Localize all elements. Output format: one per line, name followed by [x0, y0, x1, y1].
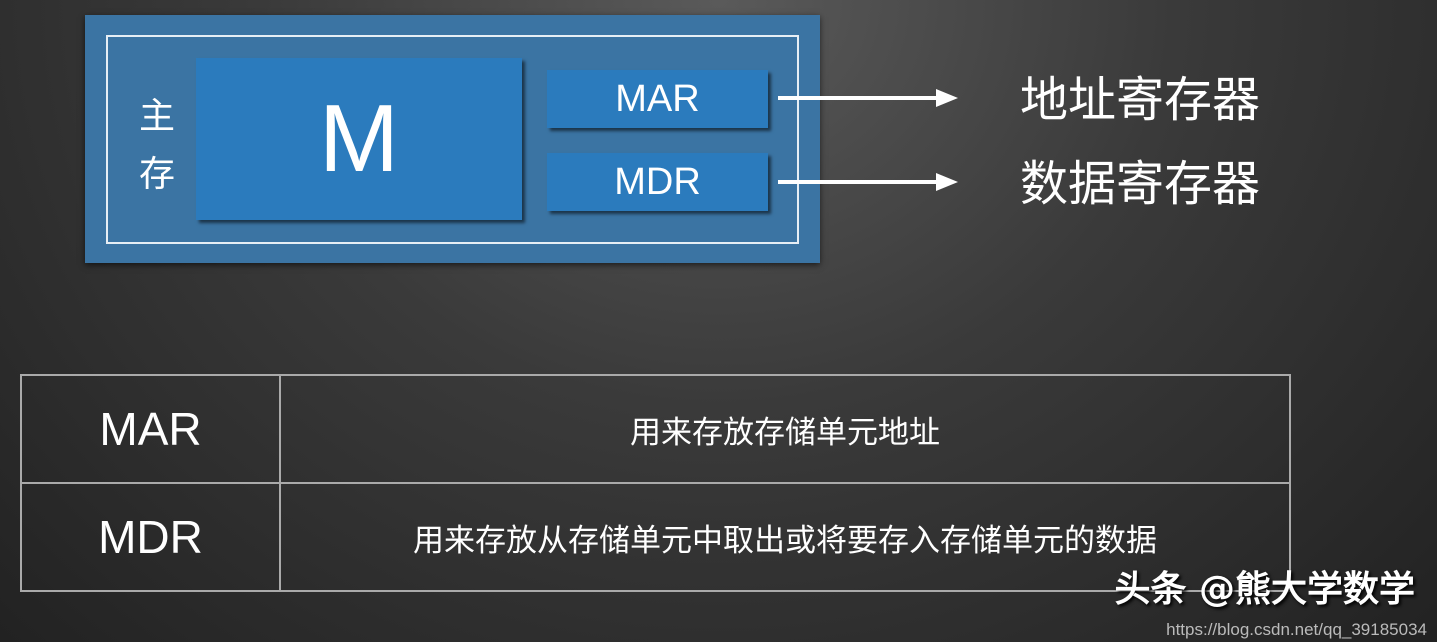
address-register-label: 地址寄存器	[1020, 72, 1261, 128]
memory-block-m: M	[196, 58, 522, 220]
main-memory-label: 主存	[138, 96, 175, 195]
table-term: MAR	[20, 374, 281, 484]
arrow-right-icon	[778, 89, 958, 107]
table-desc: 用来存放存储单元地址	[279, 374, 1291, 484]
watermark-url: https://blog.csdn.net/qq_39185034	[1166, 620, 1427, 639]
arrow-right-icon	[778, 173, 958, 191]
main-memory-border	[106, 35, 799, 244]
table-row: MAR 用来存放存储单元地址	[20, 374, 1291, 484]
watermark: 头条 @熊大学数学	[1114, 569, 1415, 610]
mdr-register: MDR	[547, 153, 768, 211]
register-table: MAR 用来存放存储单元地址 MDR 用来存放从存储单元中取出或将要存入存储单元…	[20, 374, 1291, 592]
data-register-label: 数据寄存器	[1020, 156, 1261, 212]
table-row: MDR 用来存放从存储单元中取出或将要存入存储单元的数据	[20, 482, 1291, 592]
table-term: MDR	[20, 482, 281, 592]
mar-register: MAR	[547, 70, 768, 128]
table-desc: 用来存放从存储单元中取出或将要存入存储单元的数据	[279, 482, 1291, 592]
